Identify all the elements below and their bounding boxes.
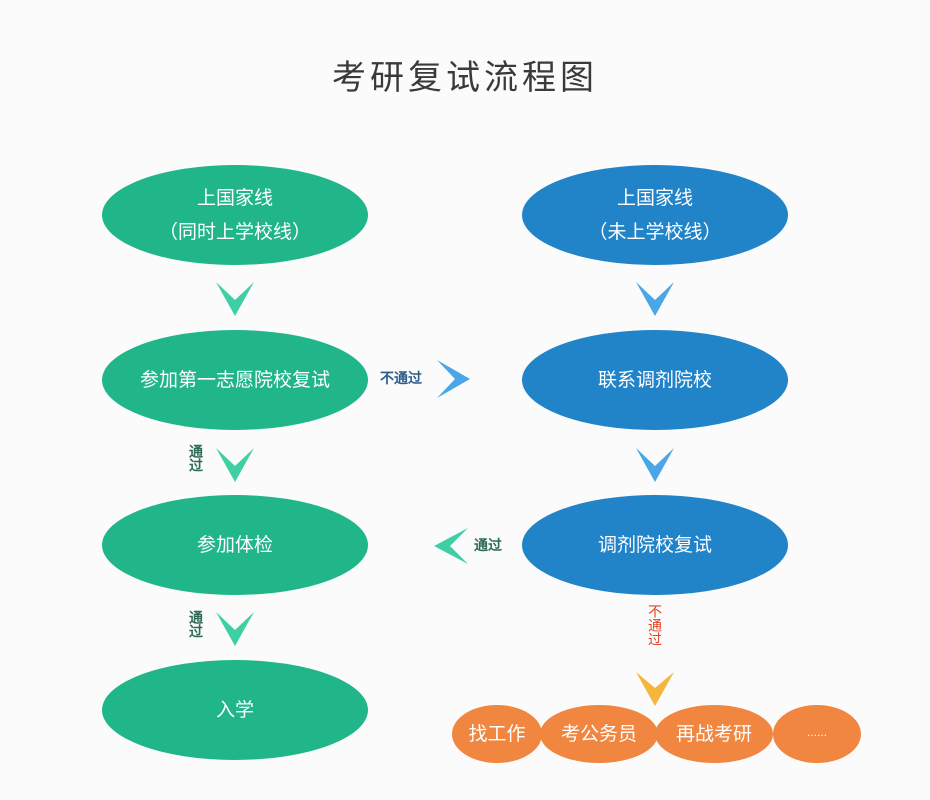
outcome-civil-service: 考公务员 bbox=[540, 705, 658, 763]
down-arrow-icon bbox=[216, 612, 254, 646]
diagram-title: 考研复试流程图 bbox=[332, 58, 598, 98]
node-text: （未上学校线） bbox=[588, 221, 722, 243]
outcome-etc: …… bbox=[773, 705, 861, 763]
node-text: 参加体检 bbox=[196, 534, 273, 556]
outcome-text: 找工作 bbox=[468, 723, 526, 745]
down-arrow-icon bbox=[216, 448, 254, 482]
down-arrow-icon bbox=[636, 282, 674, 316]
node-text: 联系调剂院校 bbox=[597, 369, 712, 391]
node-text: 入学 bbox=[215, 699, 254, 721]
outcome-find-job: 找工作 bbox=[452, 705, 542, 763]
label-pass-exam: 通过 bbox=[187, 610, 203, 638]
node-text: 参加第一志愿院校复试 bbox=[139, 369, 330, 391]
label-pass-retest: 通过 bbox=[187, 444, 203, 472]
outcome-text: 再战考研 bbox=[675, 723, 752, 745]
right-arrow-icon bbox=[437, 360, 470, 398]
down-arrow-icon bbox=[636, 672, 674, 706]
node-national-and-school-line: 上国家线 （同时上学校线） bbox=[102, 165, 368, 265]
node-national-line-only: 上国家线 （未上学校线） bbox=[522, 165, 788, 265]
label-adjust-pass: 通过 bbox=[474, 538, 502, 554]
outcome-text: 考公务员 bbox=[560, 723, 637, 745]
node-physical-exam: 参加体检 bbox=[102, 495, 368, 595]
down-arrow-icon bbox=[636, 448, 674, 482]
node-text: 调剂院校复试 bbox=[597, 534, 712, 556]
node-contact-adjust-school: 联系调剂院校 bbox=[522, 330, 788, 430]
outcome-text: …… bbox=[807, 728, 827, 739]
node-text: （同时上学校线） bbox=[158, 221, 311, 243]
node-first-choice-retest: 参加第一志愿院校复试 bbox=[102, 330, 368, 430]
node-enrollment: 入学 bbox=[102, 660, 368, 760]
node-text: 上国家线 bbox=[196, 187, 273, 209]
outcome-retry-exam: 再战考研 bbox=[655, 705, 773, 763]
label-adjust-fail: 不通过 bbox=[646, 604, 662, 646]
node-text: 上国家线 bbox=[616, 187, 693, 209]
node-adjust-retest: 调剂院校复试 bbox=[522, 495, 788, 595]
label-fail-to-adjust: 不通过 bbox=[380, 371, 422, 387]
down-arrow-icon bbox=[216, 282, 254, 316]
left-arrow-icon bbox=[434, 528, 468, 564]
